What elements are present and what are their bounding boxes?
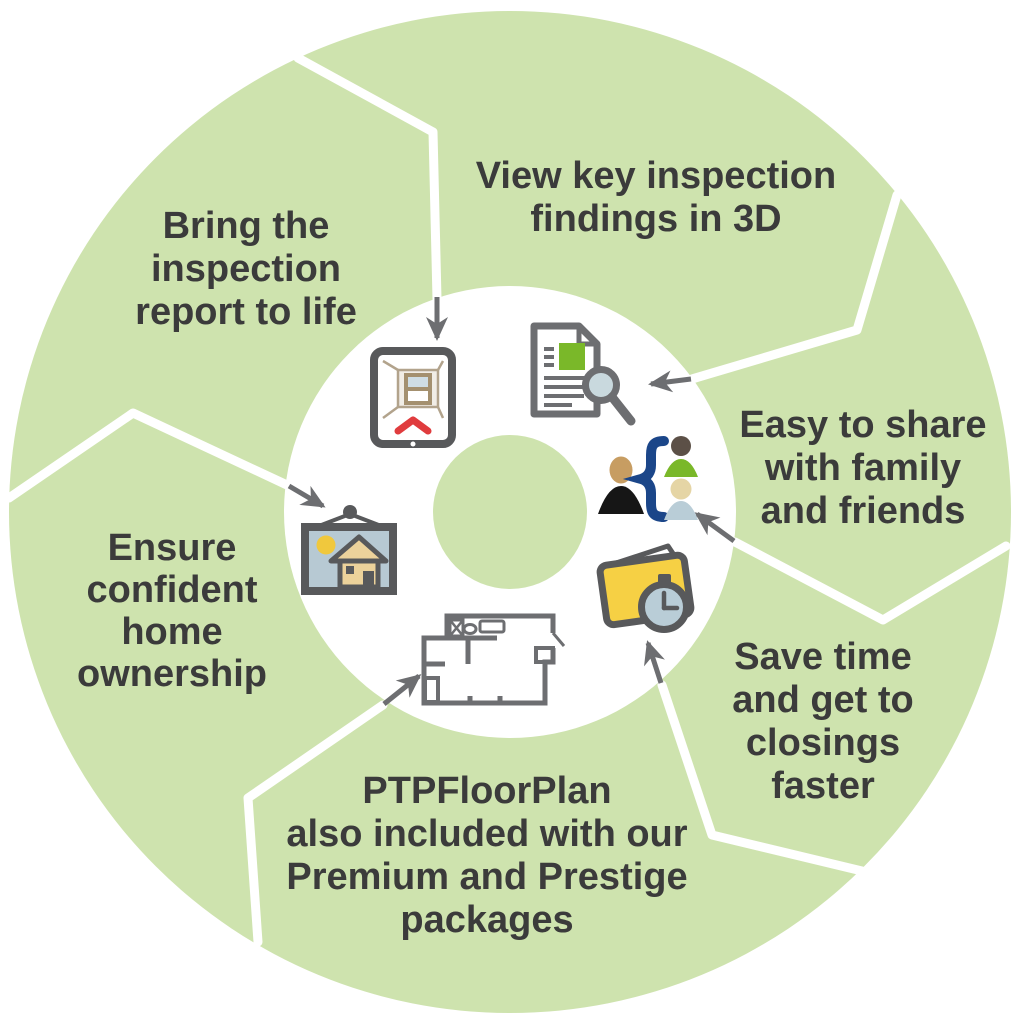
segment-label-ownership: Ensure confident home ownership [77,527,267,695]
divider-top-right [687,190,902,384]
arrow-to-floorplan-icon [382,674,422,706]
center-dot [433,435,587,589]
segment-text-line: Ensure [108,527,237,569]
segment-label-view-3d: View key inspection findings in 3D [476,155,836,240]
arrow-to-report-icon [648,370,692,393]
divider-right [730,537,1011,625]
segment-label-easy-share: Easy to share with family and friends [739,404,986,532]
segment-text-line: Easy to share [739,404,986,446]
segment-text-line: inspection [151,248,341,290]
segment-label-save-time: Save time and get to closings faster [732,636,914,807]
segment-text-line: View key inspection [476,155,836,197]
segment-text-line: packages [400,899,573,941]
arrow-to-family-icon [694,511,736,544]
segment-text-line: report to life [135,291,357,333]
segment-label-bring-report: Bring the inspection report to life [135,205,357,333]
divider-bottom-left [243,700,388,947]
segment-text-line: Premium and Prestige [286,856,687,898]
segment-text-line: home [121,611,222,653]
divider-left [4,408,292,503]
segment-text-line: also included with our [286,813,687,855]
divider-top-left [293,53,442,304]
divider-bottom-right [657,680,867,876]
folder-stopwatch-icon [596,543,695,633]
segment-text-line: and get to [732,679,914,721]
arrow-to-frame-icon [287,483,326,509]
tablet-room-icon [370,347,456,448]
segment-text-line: findings in 3D [530,198,781,240]
segment-text-line: ownership [77,653,267,695]
segment-text-line: Bring the [163,205,330,247]
segment-text-line: confident [87,569,258,611]
inspection-report-magnifier-icon [530,322,636,426]
segment-dividers [4,53,1011,947]
segment-text-line: closings [746,722,900,764]
framed-house-icon [301,505,397,595]
segment-label-floorplan-note: PTPFloorPlan also included with our Prem… [286,770,687,941]
arrow-to-folder-icon [644,640,665,684]
segment-text-line: Save time [734,636,911,678]
segment-text-line: and friends [761,490,966,532]
floor-plan-icon [421,613,566,706]
pointer-arrows [287,297,736,706]
segment-text-line: faster [771,765,875,807]
segment-text-line: with family [764,447,961,489]
segment-text-line: PTPFloorPlan [362,770,611,812]
family-share-icon [598,436,698,522]
